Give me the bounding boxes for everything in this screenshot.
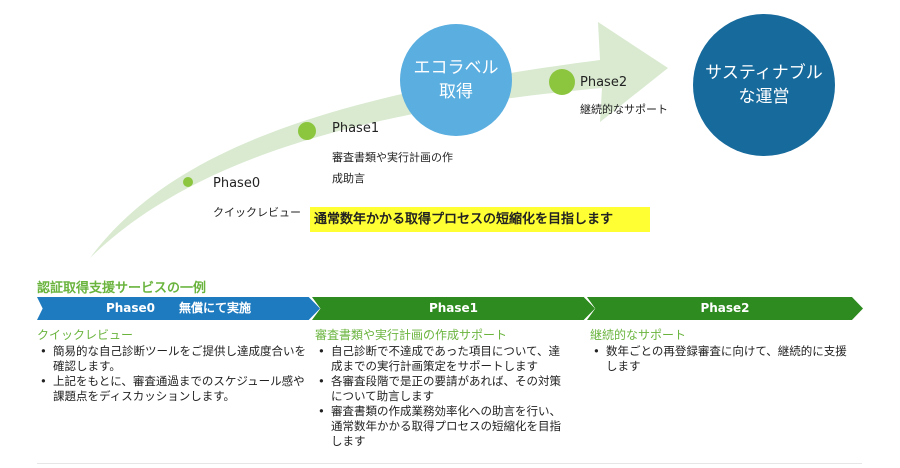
bottom-divider — [37, 463, 862, 464]
phase2-desc: 継続的なサポート — [580, 103, 668, 116]
phase2-column: 継続的なサポート 数年ごとの再登録審査に向けて、継続的に支援します — [590, 328, 850, 374]
phase1-dot — [298, 122, 316, 140]
phase1-label: Phase1 — [332, 121, 380, 136]
phase2-bar: Phase2 — [587, 297, 863, 320]
phase0-column: クイックレビュー 簡易的な自己診断ツールをご提供し達成度合いを確認します。上記を… — [37, 328, 307, 404]
phase0-bar: Phase0 無償にて実施 — [37, 297, 320, 320]
list-item: 審査書類の作成業務効率化への助言を行い、通常数年かかる取得プロセスの短縮化を目指… — [315, 404, 565, 449]
phase1-bar: Phase1 — [312, 297, 595, 320]
column-heading: クイックレビュー — [37, 328, 134, 342]
list-item: 数年ごとの再登録審査に向けて、継続的に支援します — [590, 344, 850, 374]
list-item: 簡易的な自己診断ツールをご提供し達成度合いを確認します。 — [37, 344, 307, 374]
column-heading: 継続的なサポート — [590, 328, 687, 342]
phase2-dot — [549, 69, 575, 95]
highlight-message: 通常数年かかる取得プロセスの短縮化を目指します — [310, 207, 650, 232]
phase1-desc: 審査書類や実行計画の作成助言 — [332, 147, 453, 189]
progress-arrow — [90, 22, 668, 258]
phase1-column: 審査書類や実行計画の作成サポート 自己診断で不達成であった項目について、達成まで… — [315, 328, 565, 449]
list-item: 上記をもとに、審査通過までのスケジュール感や課題点をディスカッションします。 — [37, 374, 307, 404]
phase0-dot — [183, 177, 193, 187]
sustainable-line2: な運営 — [738, 87, 790, 107]
column-heading: 審査書類や実行計画の作成サポート — [315, 328, 508, 342]
sustainable-circle: サスティナブルな運営 — [693, 14, 835, 156]
list-item: 各審査段階で是正の要請があれば、その対策について助言します — [315, 374, 565, 404]
services-title: 認証取得支援サービスの一例 — [37, 281, 207, 296]
phase1-desc-line1: 審査書類や実行計画の作 — [332, 151, 453, 164]
phase2-label: Phase2 — [580, 75, 628, 90]
phase0-label: Phase0 — [213, 176, 261, 191]
phase0-desc: クイックレビュー — [213, 206, 301, 219]
ecolabel-line1: エコラベル — [413, 58, 499, 78]
list-item: 自己診断で不達成であった項目について、達成までの実行計画策定をサポートします — [315, 344, 565, 374]
phase1-desc-line2: 成助言 — [332, 172, 365, 185]
ecolabel-circle: エコラベル取得 — [400, 24, 512, 136]
ecolabel-line2: 取得 — [439, 82, 473, 102]
sustainable-line1: サスティナブル — [705, 63, 823, 83]
